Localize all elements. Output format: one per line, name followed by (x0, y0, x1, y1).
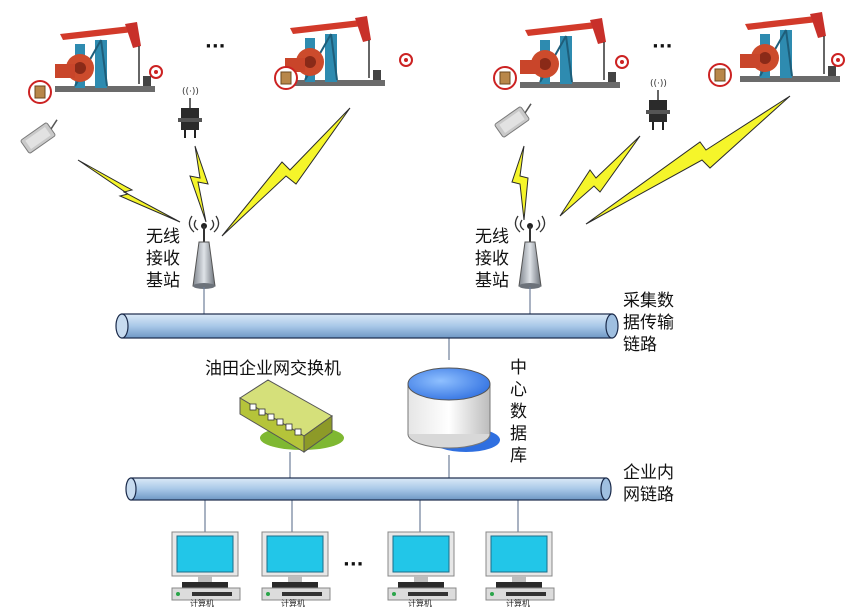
lightning-bolt (221, 107, 351, 237)
ellipsis-top-left: ··· (205, 36, 226, 57)
base-station-label-right: 无线 接收 基站 (475, 227, 509, 291)
collection-link-label: 采集数 据传输 链路 (623, 291, 674, 355)
computer-label-1: 计算机 (190, 599, 214, 608)
computer-label-3: 计算机 (408, 599, 432, 608)
database-label: 中 心 数 据 库 (510, 358, 527, 466)
pumpjack-3 (519, 17, 621, 89)
base-station-tower-right (514, 215, 546, 290)
collection-link-bus (115, 313, 619, 339)
base-station-label-left: 无线 接收 基站 (146, 227, 180, 291)
pumpjack-2 (284, 15, 386, 87)
pumpjack-1 (54, 21, 156, 93)
pumpjack-4 (739, 11, 841, 83)
ellipsis-bottom: ··· (343, 554, 364, 575)
computer-2 (261, 531, 331, 601)
lightning-bolt (189, 145, 209, 223)
gauge-2 (399, 53, 413, 67)
enterprise-switch (239, 379, 344, 453)
gauge-4 (831, 53, 845, 67)
computer-label-4: 计算机 (506, 599, 530, 608)
wireless-sensor-left (19, 115, 65, 155)
lightning-bolt (77, 159, 181, 223)
meter-box-4 (708, 63, 732, 87)
lightning-bolt (511, 145, 529, 221)
computer-label-2: 计算机 (281, 599, 305, 608)
intranet-link-bus (125, 477, 612, 501)
ellipsis-top: ··· ··· ··· (205, 36, 673, 575)
lightning-bolt (585, 95, 791, 225)
switch-label: 油田企业网交换机 (205, 359, 341, 379)
connector-lines (203, 287, 531, 532)
computer-4 (485, 531, 555, 601)
gauge-3 (615, 55, 629, 69)
gauge-1 (149, 65, 163, 79)
wireless-rtu-left (177, 86, 203, 139)
ellipsis-top-right: ··· (652, 36, 673, 57)
meter-box-2 (274, 66, 298, 90)
wireless-rtu-right (645, 78, 671, 131)
computer-3 (387, 531, 457, 601)
base-station-tower-left (188, 215, 220, 290)
lightning-bolt (559, 135, 641, 217)
meter-box-1 (28, 80, 52, 104)
wireless-sensor-right (493, 99, 539, 139)
central-database (407, 367, 500, 452)
lightning-bolts (77, 95, 791, 237)
computer-1 (171, 531, 241, 601)
meter-box-3 (493, 66, 517, 90)
intranet-link-label: 企业内 网链路 (623, 463, 674, 505)
